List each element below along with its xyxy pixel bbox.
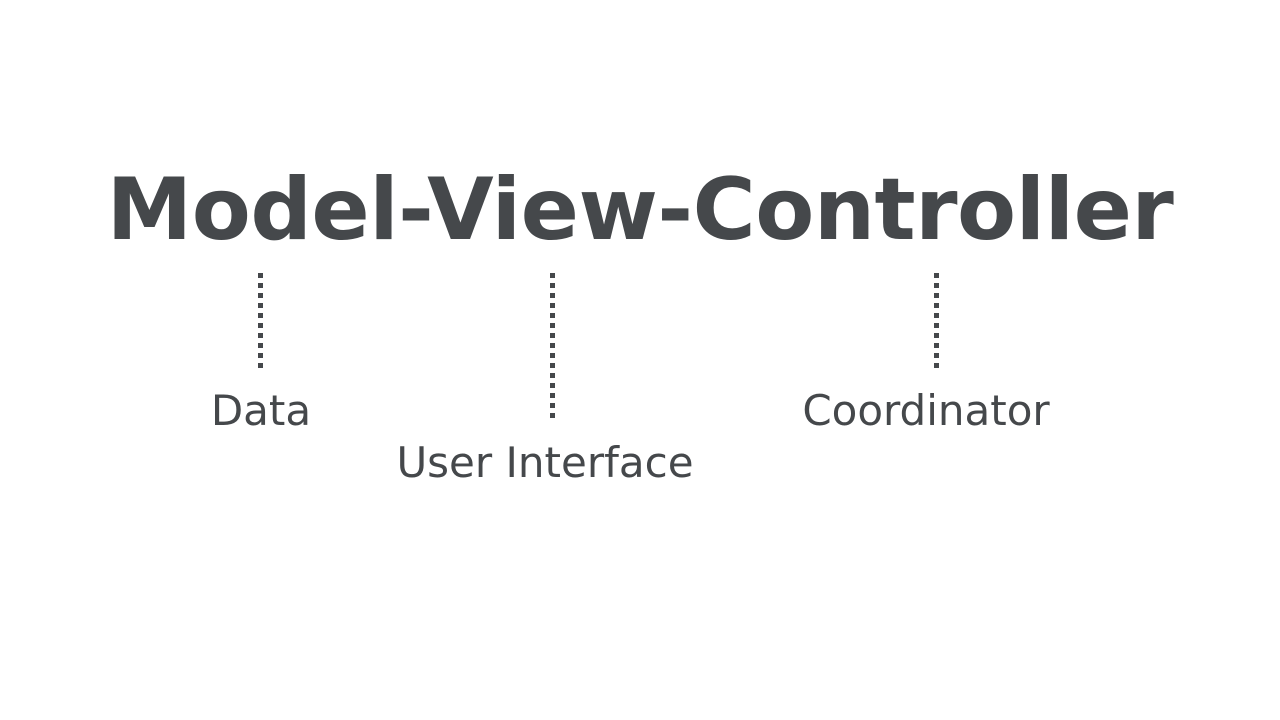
- connector-line-model: [258, 273, 263, 368]
- annotation-label-controller: Coordinator: [802, 386, 1050, 435]
- connector-line-view: [550, 273, 555, 418]
- page-title: Model-View-Controller: [106, 160, 1174, 260]
- annotation-label-view: User Interface: [396, 438, 694, 487]
- annotation-label-model: Data: [210, 386, 312, 435]
- connector-line-controller: [934, 273, 939, 368]
